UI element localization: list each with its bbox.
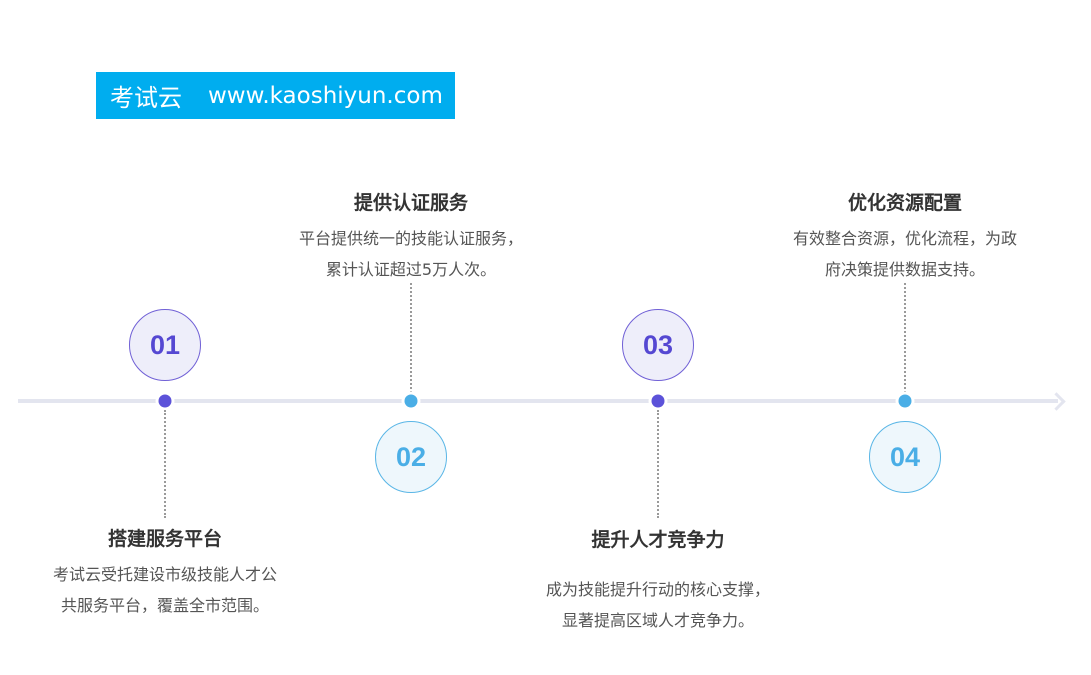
step-connector	[904, 283, 906, 393]
step-number-badge: 03	[622, 309, 694, 381]
step-description: 成为技能提升行动的核心支撑，显著提高区域人才竞争力。	[545, 580, 770, 630]
step-connector	[657, 410, 659, 518]
timeline-dot	[158, 394, 172, 408]
brand-name: 考试云	[110, 84, 182, 112]
step-title: 提供认证服务	[353, 192, 468, 214]
step-title: 提升人才竞争力	[591, 529, 725, 551]
step-description: 有效整合资源，优化流程，为政府决策提供数据支持。	[792, 229, 1017, 279]
step-description: 考试云受托建设市级技能人才公共服务平台，覆盖全市范围。	[52, 565, 277, 615]
step-connector	[410, 283, 412, 393]
brand-banner: 考试云 www.kaoshiyun.com	[96, 72, 455, 119]
step-description: 平台提供统一的技能认证服务，累计认证超过5万人次。	[298, 229, 523, 279]
step-connector	[164, 410, 166, 518]
timeline-dot	[404, 394, 418, 408]
timeline-axis	[18, 399, 1058, 403]
brand-url: www.kaoshiyun.com	[208, 82, 443, 109]
step-number-badge: 04	[869, 421, 941, 493]
timeline-dot	[898, 394, 912, 408]
timeline-dot	[651, 394, 665, 408]
timeline-arrow-icon	[1047, 392, 1066, 411]
step-number-badge: 01	[129, 309, 201, 381]
step-title: 优化资源配置	[847, 192, 962, 214]
step-title: 搭建服务平台	[107, 528, 222, 550]
step-number-badge: 02	[375, 421, 447, 493]
